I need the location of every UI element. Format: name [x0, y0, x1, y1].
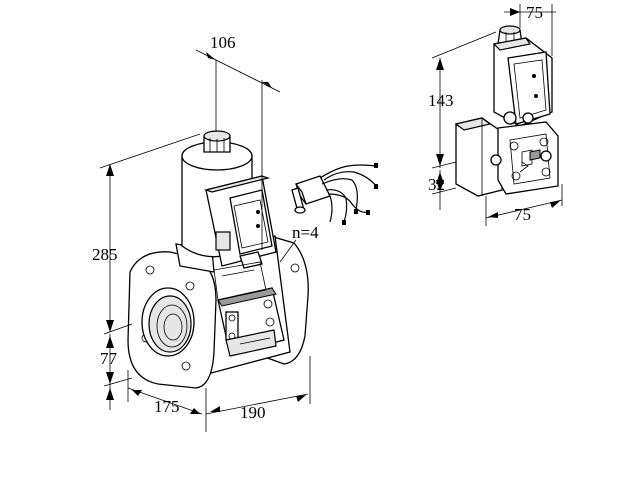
- dim-32: 32: [428, 175, 445, 194]
- dim-190: 190: [240, 403, 266, 422]
- main-valve: [127, 130, 309, 389]
- dimension-lines: [99, 4, 563, 432]
- dim-bolt-count: n=4: [292, 223, 319, 242]
- cable-plug: [291, 163, 378, 225]
- dim-175: 175: [154, 397, 180, 416]
- dim-106: 106: [210, 33, 236, 52]
- dim-75-bottom: 75: [514, 205, 531, 224]
- side-module: [454, 25, 559, 197]
- dim-75-top: 75: [526, 3, 543, 22]
- dim-285: 285: [92, 245, 118, 264]
- dim-77: 77: [100, 349, 118, 368]
- dim-143: 143: [428, 91, 454, 110]
